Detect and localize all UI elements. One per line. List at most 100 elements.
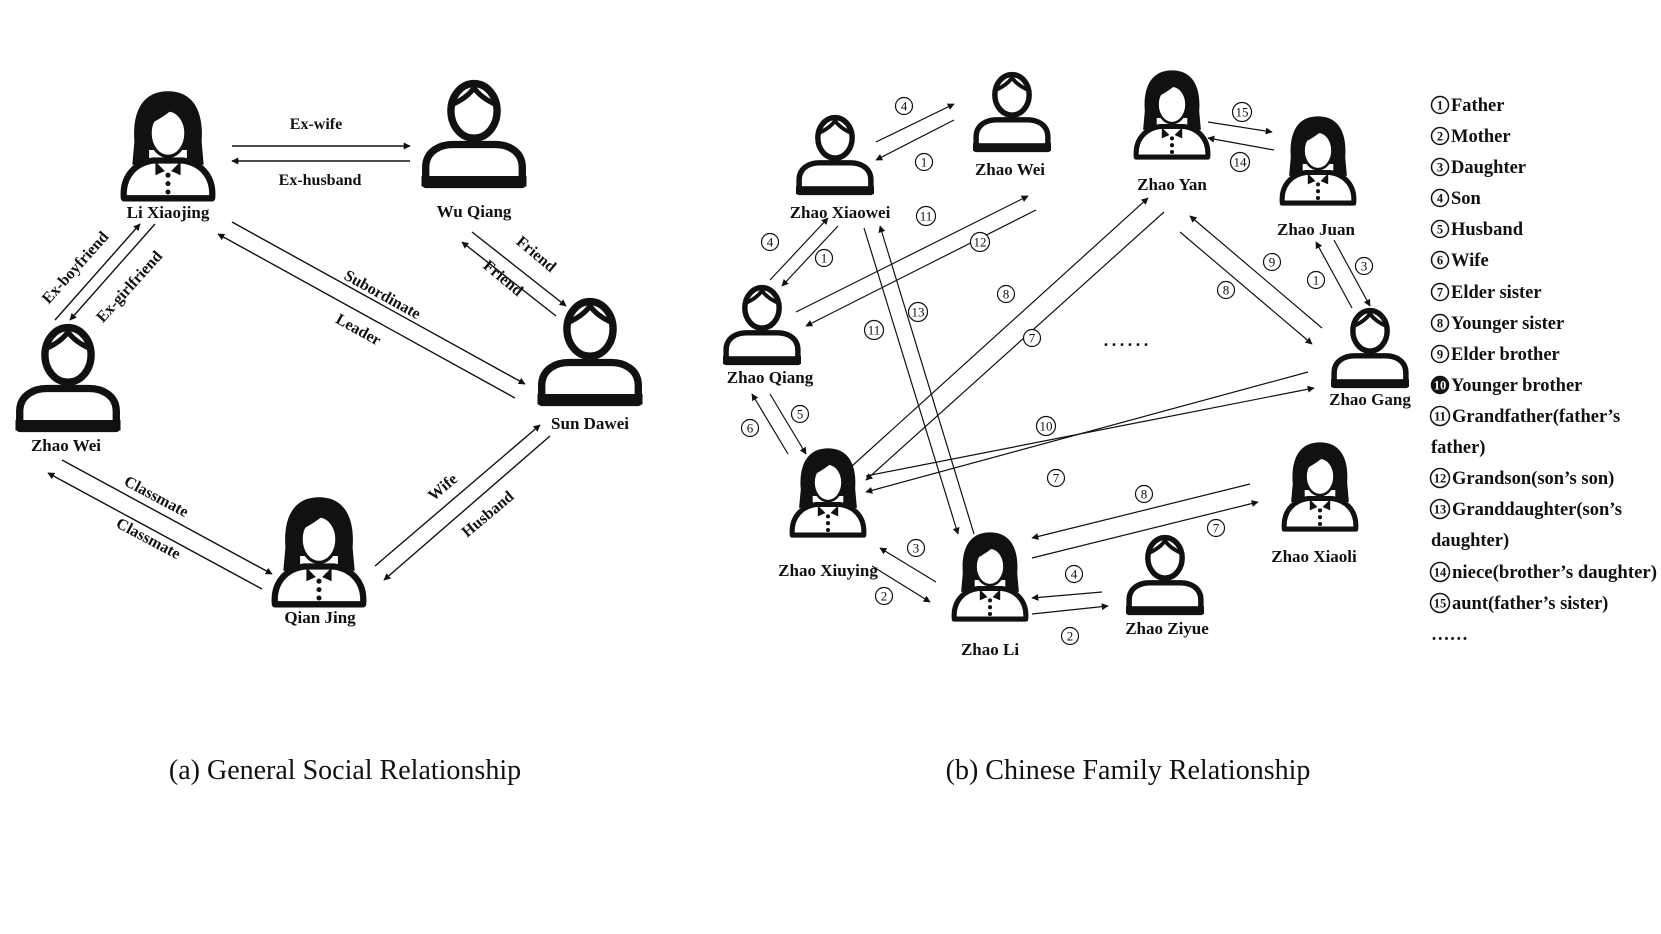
edge-number: 2 <box>1060 626 1080 646</box>
edge-number: 2 <box>874 586 894 606</box>
legend-item: 4 Son <box>1430 188 1482 209</box>
edge-number: 4 <box>760 232 780 252</box>
node-zhao-qiang: Zhao Qiang <box>723 288 814 387</box>
edge-label: Ex-husband <box>279 172 362 189</box>
edge-arrow <box>217 233 516 399</box>
svg-text:1: 1 <box>1437 99 1443 113</box>
edge-number: 1 <box>1306 270 1326 290</box>
female-person-icon <box>1282 116 1354 203</box>
node-qian-jing: Qian Jing <box>275 497 364 627</box>
edge-number: 12 <box>969 231 991 253</box>
svg-text:father): father) <box>1431 438 1485 458</box>
edge-arrow <box>1031 591 1103 601</box>
edge-number: 15 <box>1231 101 1253 123</box>
male-person-icon <box>1331 311 1409 387</box>
svg-text:Wife: Wife <box>1451 251 1489 271</box>
edge-label: Husband <box>459 488 518 541</box>
node-label: Wu Qiang <box>437 202 512 221</box>
edge-arrow <box>1031 603 1109 615</box>
svg-text:3: 3 <box>1361 259 1368 274</box>
edge-arrow <box>751 393 789 455</box>
edge-arrow <box>851 197 1149 467</box>
svg-text:niece(brother’s daughter): niece(brother’s daughter) <box>1452 563 1657 583</box>
ellipsis-text: …… <box>1102 326 1150 352</box>
node-label: Zhao Xiuying <box>778 561 878 580</box>
node-zhao-yan: Zhao Yan <box>1136 70 1208 194</box>
edge-arrow <box>383 435 551 581</box>
svg-text:15: 15 <box>1236 105 1249 120</box>
edge-arrow <box>1179 231 1313 345</box>
edge-number: 1 <box>814 248 834 268</box>
edge-number-markers: 4 1 4 1 11 12 11 13 15 14 8 7 9 8 1 3 6 … <box>740 96 1374 646</box>
node-zhao-gang: Zhao Gang <box>1329 311 1411 409</box>
panel-a: Li Xiaojing Wu Qiang Zhao Wei Sun Dawei … <box>16 84 643 786</box>
node-wu-qiang: Wu Qiang <box>422 84 527 221</box>
edge-number: 3 <box>1354 256 1374 276</box>
node-label: Zhao Ziyue <box>1125 619 1209 638</box>
svg-text:8: 8 <box>1223 283 1230 298</box>
svg-text:9: 9 <box>1437 348 1443 362</box>
family-edges <box>751 103 1371 615</box>
edge-arrow <box>471 231 567 307</box>
svg-text:11: 11 <box>920 209 933 224</box>
female-person-icon <box>1136 70 1208 157</box>
edge-arrow <box>871 565 931 603</box>
node-zhao-ziyue: Zhao Ziyue <box>1125 538 1209 638</box>
svg-text:11: 11 <box>868 323 881 338</box>
node-zhao-li: Zhao Li <box>954 532 1026 659</box>
edge-number: 13 <box>907 301 929 323</box>
edge-arrow <box>47 472 263 590</box>
node-zhao-xiaoli: Zhao Xiaoli <box>1271 442 1357 566</box>
svg-text:6: 6 <box>747 421 754 436</box>
male-person-icon <box>422 84 527 187</box>
svg-text:Grandfather(father’s: Grandfather(father’s <box>1452 407 1620 427</box>
legend-more: …… <box>1431 625 1468 645</box>
edge-arrow <box>875 119 955 161</box>
svg-text:Father: Father <box>1451 96 1504 116</box>
svg-text:aunt(father’s sister): aunt(father’s sister) <box>1452 594 1608 614</box>
svg-text:4: 4 <box>901 99 908 114</box>
edge-label: Friend <box>480 257 526 300</box>
svg-text:6: 6 <box>1437 254 1443 268</box>
svg-text:4: 4 <box>767 235 774 250</box>
caption-a: (a) General Social Relationship <box>169 755 521 786</box>
svg-text:13: 13 <box>912 305 925 320</box>
svg-text:1: 1 <box>1313 273 1320 288</box>
svg-text:Elder brother: Elder brother <box>1451 345 1560 365</box>
svg-text:8: 8 <box>1141 487 1148 502</box>
svg-text:4: 4 <box>1437 192 1444 206</box>
edge-arrow <box>1207 121 1273 135</box>
svg-text:1: 1 <box>821 251 828 266</box>
node-zhao-xiuying: Zhao Xiuying <box>778 448 878 580</box>
edge-arrow <box>1333 239 1371 307</box>
svg-text:daughter): daughter) <box>1431 531 1509 551</box>
male-person-icon <box>796 118 874 194</box>
female-person-icon <box>792 448 864 535</box>
svg-text:Son: Son <box>1451 189 1482 209</box>
svg-text:7: 7 <box>1029 331 1036 346</box>
edge-arrow <box>461 241 557 317</box>
svg-text:12: 12 <box>1434 472 1447 486</box>
edge-label: Leader <box>333 311 384 350</box>
edge-number: 14 <box>1229 151 1251 173</box>
caption-b: (b) Chinese Family Relationship <box>946 755 1311 786</box>
legend-item: 9 Elder brother <box>1430 344 1560 365</box>
svg-text:7: 7 <box>1213 521 1220 536</box>
edge-number: 7 <box>1206 518 1226 538</box>
node-zhao-juan: Zhao Juan <box>1277 116 1355 239</box>
node-label: Zhao Qiang <box>727 368 814 387</box>
svg-text:2: 2 <box>1067 629 1074 644</box>
node-label: Zhao Gang <box>1329 390 1411 409</box>
edge-label: Ex-girlfriend <box>93 248 166 326</box>
node-label: Sun Dawei <box>551 414 629 433</box>
node-label: Li Xiaojing <box>127 203 210 222</box>
edge-number: 1 <box>914 152 934 172</box>
node-label: Zhao Wei <box>975 160 1045 179</box>
edge-arrow <box>875 103 955 143</box>
node-label: Zhao Xiaoli <box>1271 547 1357 566</box>
